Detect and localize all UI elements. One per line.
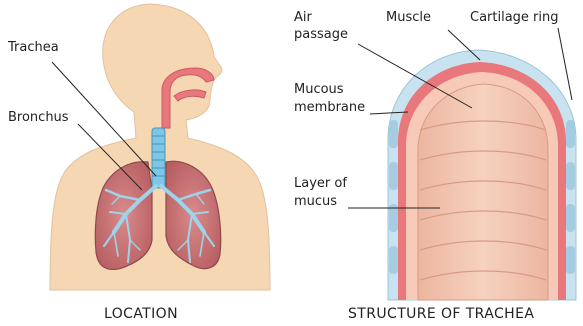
trachea-cross-section bbox=[388, 50, 576, 300]
label-mucous-membrane-line1: Mucous bbox=[294, 82, 344, 98]
label-layer-of-mucus-line1: Layer of bbox=[294, 176, 347, 192]
label-cartilage-ring: Cartilage ring bbox=[470, 10, 559, 26]
air-passage-lumen bbox=[418, 84, 548, 300]
label-mucous-membrane-line2: membrane bbox=[294, 100, 365, 116]
caption-location: LOCATION bbox=[104, 306, 178, 322]
label-muscle: Muscle bbox=[386, 10, 431, 26]
trachea bbox=[152, 128, 165, 188]
caption-structure-of-trachea: STRUCTURE OF TRACHEA bbox=[348, 306, 534, 322]
label-air-passage-line1: Air bbox=[294, 10, 312, 26]
label-bronchus: Bronchus bbox=[8, 110, 69, 126]
label-trachea: Trachea bbox=[8, 40, 59, 56]
label-layer-of-mucus-line2: mucus bbox=[294, 194, 337, 210]
label-air-passage-line2: passage bbox=[294, 27, 348, 43]
